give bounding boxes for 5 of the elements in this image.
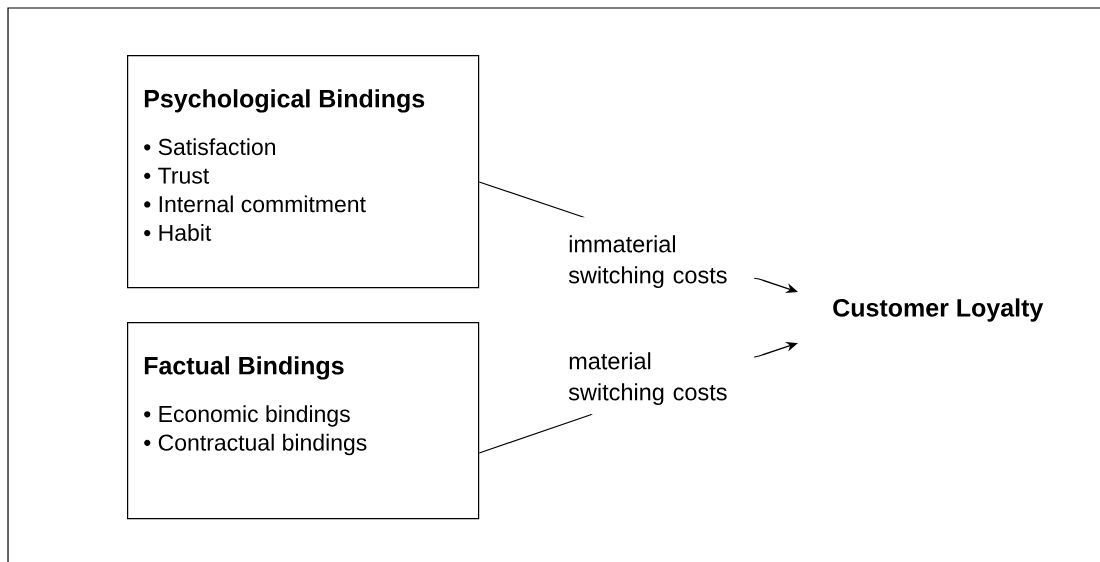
loyalty-label: Customer Loyalty bbox=[833, 298, 1044, 322]
bindings-box: Factual Bindings • Economic bindings • Contractual bindings bbox=[127, 322, 480, 520]
edge-label: material switching costs bbox=[564, 343, 755, 415]
bindings-box: Psychological Bindings • Satisfaction • Trust • Internal commitment • Habit bbox=[127, 55, 480, 289]
edge-label: immaterial switching costs bbox=[564, 217, 755, 307]
